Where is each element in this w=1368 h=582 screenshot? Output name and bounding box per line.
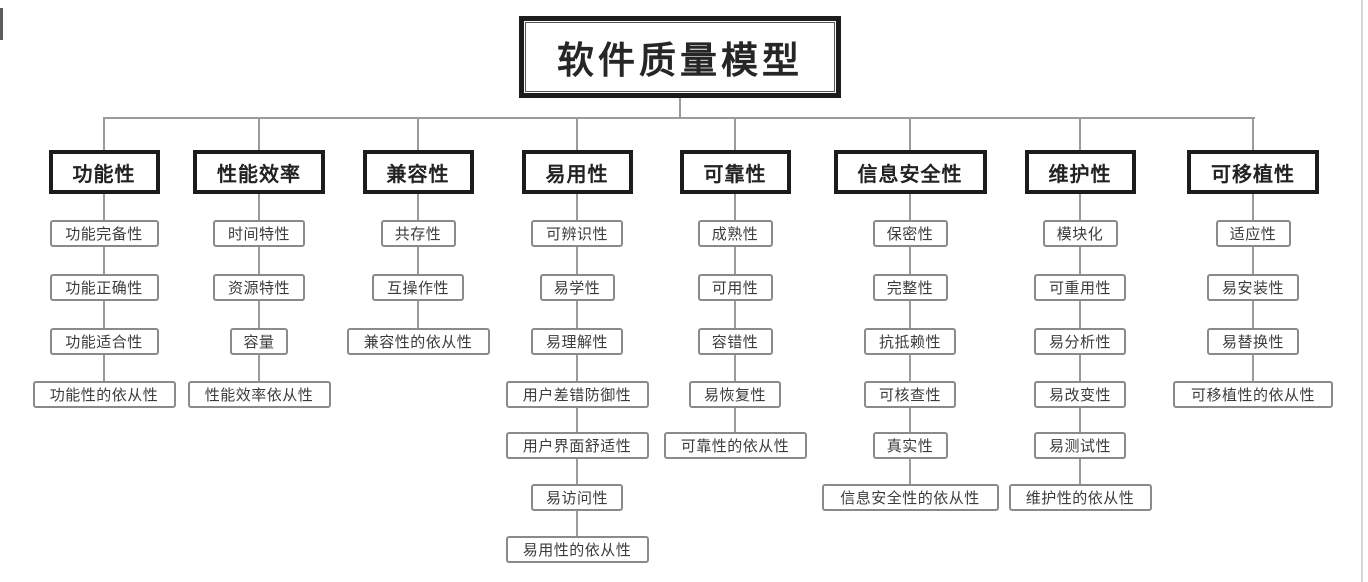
sub-item-box: 可核查性 bbox=[864, 381, 956, 408]
sub-item-box: 容错性 bbox=[697, 328, 773, 355]
sub-item-box: 易测试性 bbox=[1034, 432, 1126, 459]
connector-bus-line bbox=[104, 117, 1255, 119]
sub-item-box: 可靠性的依从性 bbox=[663, 432, 807, 459]
sub-item-box: 功能正确性 bbox=[49, 274, 159, 301]
category-box: 功能性 bbox=[48, 150, 160, 194]
connector-line bbox=[1079, 117, 1081, 150]
sub-item-box: 易改变性 bbox=[1034, 381, 1126, 408]
category-box: 性能效率 bbox=[193, 150, 325, 194]
sub-item-box: 共存性 bbox=[380, 220, 456, 247]
sub-item-box: 功能完备性 bbox=[49, 220, 159, 247]
sub-item-box: 容量 bbox=[230, 328, 288, 355]
sub-item-box: 成熟性 bbox=[697, 220, 773, 247]
sub-item-box: 用户差错防御性 bbox=[505, 381, 649, 408]
sub-item-box: 易替换性 bbox=[1207, 328, 1299, 355]
sub-item-box: 易学性 bbox=[539, 274, 615, 301]
connector-line bbox=[103, 117, 105, 150]
connector-line bbox=[576, 117, 578, 150]
connector-line bbox=[734, 194, 736, 444]
sub-item-box: 适应性 bbox=[1215, 220, 1291, 247]
sub-item-box: 性能效率依从性 bbox=[187, 381, 331, 408]
category-box: 兼容性 bbox=[362, 150, 474, 194]
sub-item-box: 可辨识性 bbox=[531, 220, 623, 247]
diagram-title-box: 软件质量模型 bbox=[519, 16, 841, 98]
sub-item-box: 互操作性 bbox=[372, 274, 464, 301]
page-edge-line bbox=[1361, 0, 1363, 582]
sub-item-box: 信息安全性的依从性 bbox=[821, 484, 999, 511]
sub-item-box: 资源特性 bbox=[213, 274, 305, 301]
category-box: 信息安全性 bbox=[833, 150, 987, 194]
sub-item-box: 时间特性 bbox=[213, 220, 305, 247]
sub-item-box: 模块化 bbox=[1042, 220, 1118, 247]
sub-item-box: 功能适合性 bbox=[49, 328, 159, 355]
category-box: 可靠性 bbox=[679, 150, 791, 194]
connector-line bbox=[1252, 117, 1254, 150]
sub-item-box: 用户界面舒适性 bbox=[505, 432, 649, 459]
sub-item-box: 完整性 bbox=[872, 274, 948, 301]
sub-item-box: 兼容性的依从性 bbox=[346, 328, 490, 355]
sub-item-box: 真实性 bbox=[872, 432, 948, 459]
category-box: 易用性 bbox=[521, 150, 633, 194]
sub-item-box: 维护性的依从性 bbox=[1008, 484, 1152, 511]
sub-item-box: 可用性 bbox=[697, 274, 773, 301]
scan-artifact bbox=[0, 8, 3, 40]
sub-item-box: 易访问性 bbox=[531, 484, 623, 511]
connector-line bbox=[679, 98, 681, 118]
connector-line bbox=[576, 194, 578, 548]
sub-item-box: 易分析性 bbox=[1034, 328, 1126, 355]
sub-item-box: 易用性的依从性 bbox=[505, 536, 649, 563]
sub-item-box: 易理解性 bbox=[531, 328, 623, 355]
category-box: 维护性 bbox=[1024, 150, 1136, 194]
sub-item-box: 易安装性 bbox=[1207, 274, 1299, 301]
connector-line bbox=[417, 117, 419, 150]
connector-line bbox=[258, 117, 260, 150]
connector-line bbox=[909, 117, 911, 150]
category-box: 可移植性 bbox=[1187, 150, 1319, 194]
connector-line bbox=[734, 117, 736, 150]
sub-item-box: 易恢复性 bbox=[689, 381, 781, 408]
sub-item-box: 可重用性 bbox=[1034, 274, 1126, 301]
sub-item-box: 抗抵赖性 bbox=[864, 328, 956, 355]
sub-item-box: 可移植性的依从性 bbox=[1173, 381, 1333, 408]
connector-line bbox=[417, 194, 419, 340]
sub-item-box: 保密性 bbox=[872, 220, 948, 247]
sub-item-box: 功能性的依从性 bbox=[32, 381, 176, 408]
